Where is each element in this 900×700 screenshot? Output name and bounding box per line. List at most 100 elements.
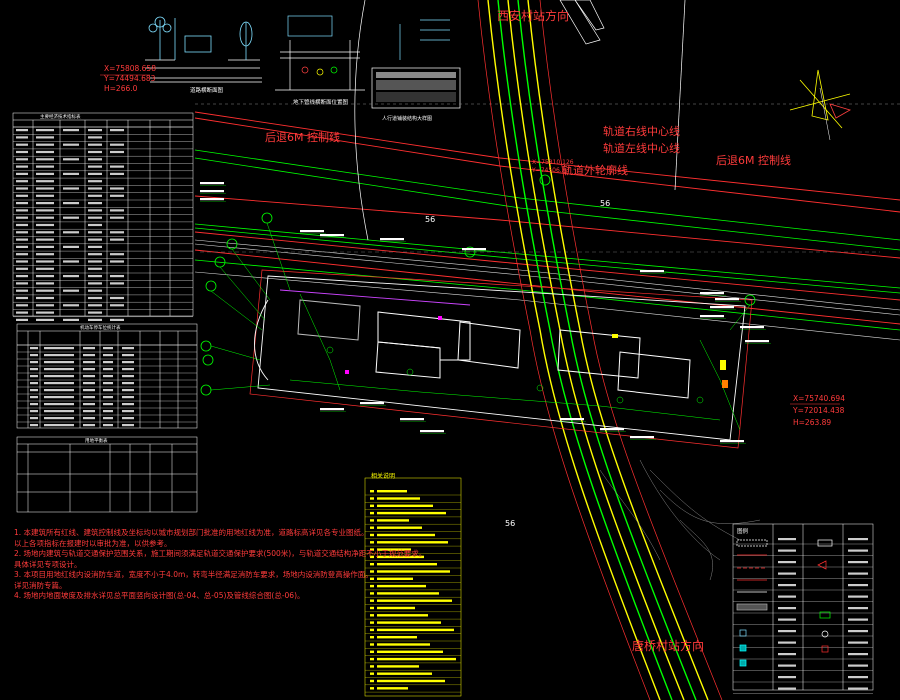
drawing-text-mark (16, 267, 28, 270)
drawing-text-mark (63, 318, 79, 321)
drawing-text-mark (16, 143, 28, 146)
annotation-blocks (200, 182, 771, 444)
road-lines (194, 149, 900, 331)
drawing-text-mark (778, 561, 796, 564)
drawing-text-mark (36, 202, 54, 205)
drawing-text-mark (63, 187, 79, 190)
drawing-text-mark (370, 679, 374, 683)
drawing-text-mark (36, 304, 54, 307)
drawing-text-mark (370, 548, 374, 551)
section-title-paving: 人行道铺装结构大样图 (382, 115, 432, 122)
drawing-text-mark (370, 563, 374, 566)
drawing-text-mark (16, 136, 28, 139)
drawing-text-mark (16, 150, 28, 154)
drawing-text-mark (63, 143, 79, 146)
drawing-text-mark (720, 440, 744, 443)
drawing-text-mark (16, 216, 28, 219)
drawing-text-mark (30, 396, 38, 399)
note-line: 具体详见专项设计。 (14, 559, 82, 569)
drawing-text-mark (360, 402, 384, 405)
drawing-text-mark (377, 606, 415, 610)
drawing-text-mark (110, 172, 124, 175)
drawing-text-mark (88, 172, 102, 175)
drawing-text-mark (16, 260, 28, 263)
drawing-text-mark (103, 347, 113, 350)
drawing-text-mark (30, 361, 38, 364)
drawing-text-mark (16, 209, 28, 212)
drawing-text-mark (377, 657, 456, 661)
drawing-text-mark (110, 165, 124, 168)
control-lines (194, 103, 900, 325)
drawing-text-mark (370, 577, 374, 580)
drawing-text-mark (848, 653, 868, 656)
drawing-text-mark (16, 245, 28, 248)
drawing-text-mark (122, 347, 134, 350)
drawing-text-mark (778, 641, 796, 644)
drawing-text-mark (88, 289, 102, 292)
drawing-text-mark (110, 216, 124, 219)
drawing-text-mark (110, 282, 124, 285)
drawing-text-mark (110, 275, 124, 278)
drawing-text-mark (83, 368, 95, 371)
drawing-text-mark (122, 354, 134, 357)
label-track-left: 轨道左线中心线 (603, 141, 680, 155)
drawing-text-mark (377, 490, 407, 493)
label-top-direction: 西安村站方向 (497, 8, 569, 23)
drawing-text-mark (88, 231, 102, 234)
drawing-text-mark (88, 165, 102, 168)
coord-right-h: H=263.89 (793, 418, 831, 427)
drawing-text-mark (30, 389, 38, 392)
drawing-text-mark (700, 315, 724, 318)
drawing-text-mark (122, 361, 134, 364)
drawing-text-mark (88, 150, 102, 154)
coord-top-left-x: X=75808.658 (104, 64, 156, 73)
drawing-text-mark (36, 296, 54, 300)
coord-top-mid-y: Y=74506.23 (531, 167, 570, 174)
legend-box (732, 523, 874, 691)
drawing-text-mark (88, 304, 102, 307)
drawing-text-mark (36, 245, 54, 248)
road-cross-section-drawing (145, 16, 262, 83)
parking-table-rows (17, 344, 197, 427)
note-line: 以上各项指标在报建时以审批为准，以供参考。 (14, 538, 172, 548)
drawing-text-mark (88, 216, 102, 219)
drawing-text-mark (778, 676, 796, 679)
drawing-text-mark (88, 282, 102, 285)
drawing-text-mark (778, 653, 796, 656)
drawing-text-mark (848, 595, 868, 598)
drawing-text-mark (110, 209, 124, 212)
drawing-text-mark (44, 403, 74, 406)
drawing-text-mark (16, 318, 28, 321)
drawing-text-mark (103, 354, 113, 357)
drawing-text-mark (110, 187, 124, 190)
drawing-text-mark (88, 194, 102, 197)
drawing-text-mark (83, 361, 95, 364)
drawing-text-mark (36, 194, 54, 197)
drawing-text-mark (88, 318, 102, 321)
pipeline-section-drawing (275, 15, 365, 91)
drawing-text-mark (462, 248, 486, 251)
drawing-text-mark (103, 410, 113, 413)
drawing-text-mark (63, 158, 79, 161)
section-title-road: 道路横断面图 (190, 86, 224, 94)
drawing-text-mark (377, 519, 409, 522)
drawing-text-mark (88, 253, 102, 256)
drawing-text-mark (370, 584, 374, 588)
drawing-text-mark (16, 158, 28, 161)
drawing-text-mark (30, 375, 38, 378)
drawing-text-mark (88, 180, 102, 183)
drawing-text-mark (63, 129, 79, 132)
drawing-text-mark (63, 275, 79, 278)
drawing-text-mark (110, 143, 124, 146)
coord-top-mid-x: X=75810.126 (532, 159, 574, 166)
drawing-text-mark (377, 570, 450, 573)
drawing-text-mark (778, 618, 796, 621)
drawing-text-mark (44, 375, 74, 378)
drawing-text-mark (36, 253, 54, 256)
drawing-text-mark (88, 245, 102, 248)
drawing-text-mark (377, 511, 446, 515)
drawing-text-mark (88, 158, 102, 161)
drawing-text-mark (36, 318, 54, 321)
drawing-text-mark (778, 549, 796, 552)
drawing-text-mark (30, 347, 38, 350)
